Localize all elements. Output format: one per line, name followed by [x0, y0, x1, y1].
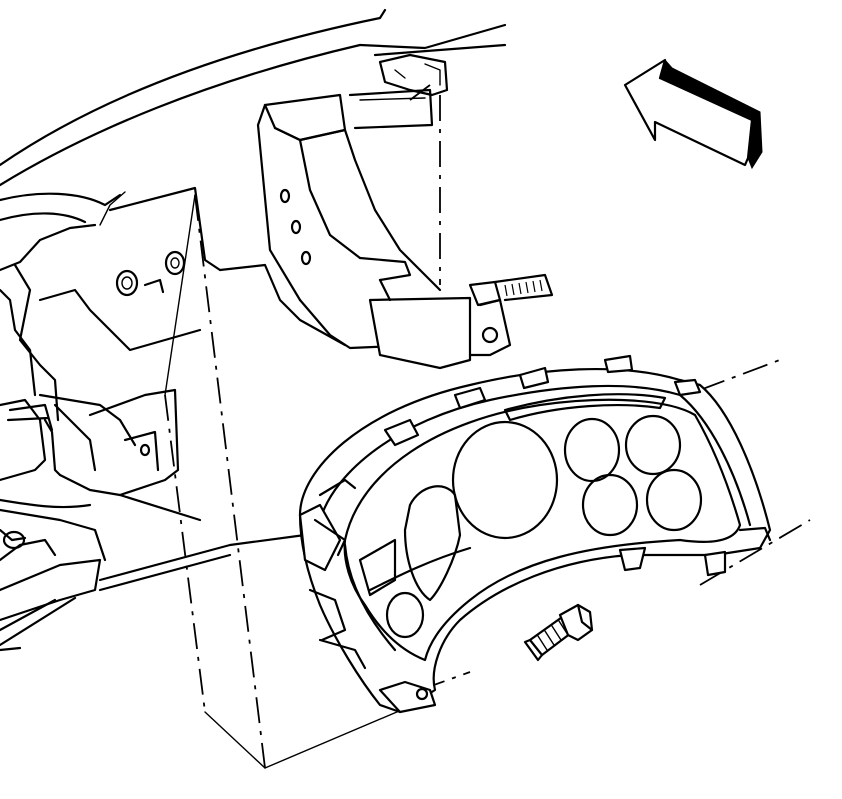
cluster-mounting-screw [523, 603, 594, 662]
instrument-panel-carrier [0, 8, 554, 652]
instrument-cluster [298, 354, 772, 714]
installation-direction-arrow [623, 58, 763, 170]
